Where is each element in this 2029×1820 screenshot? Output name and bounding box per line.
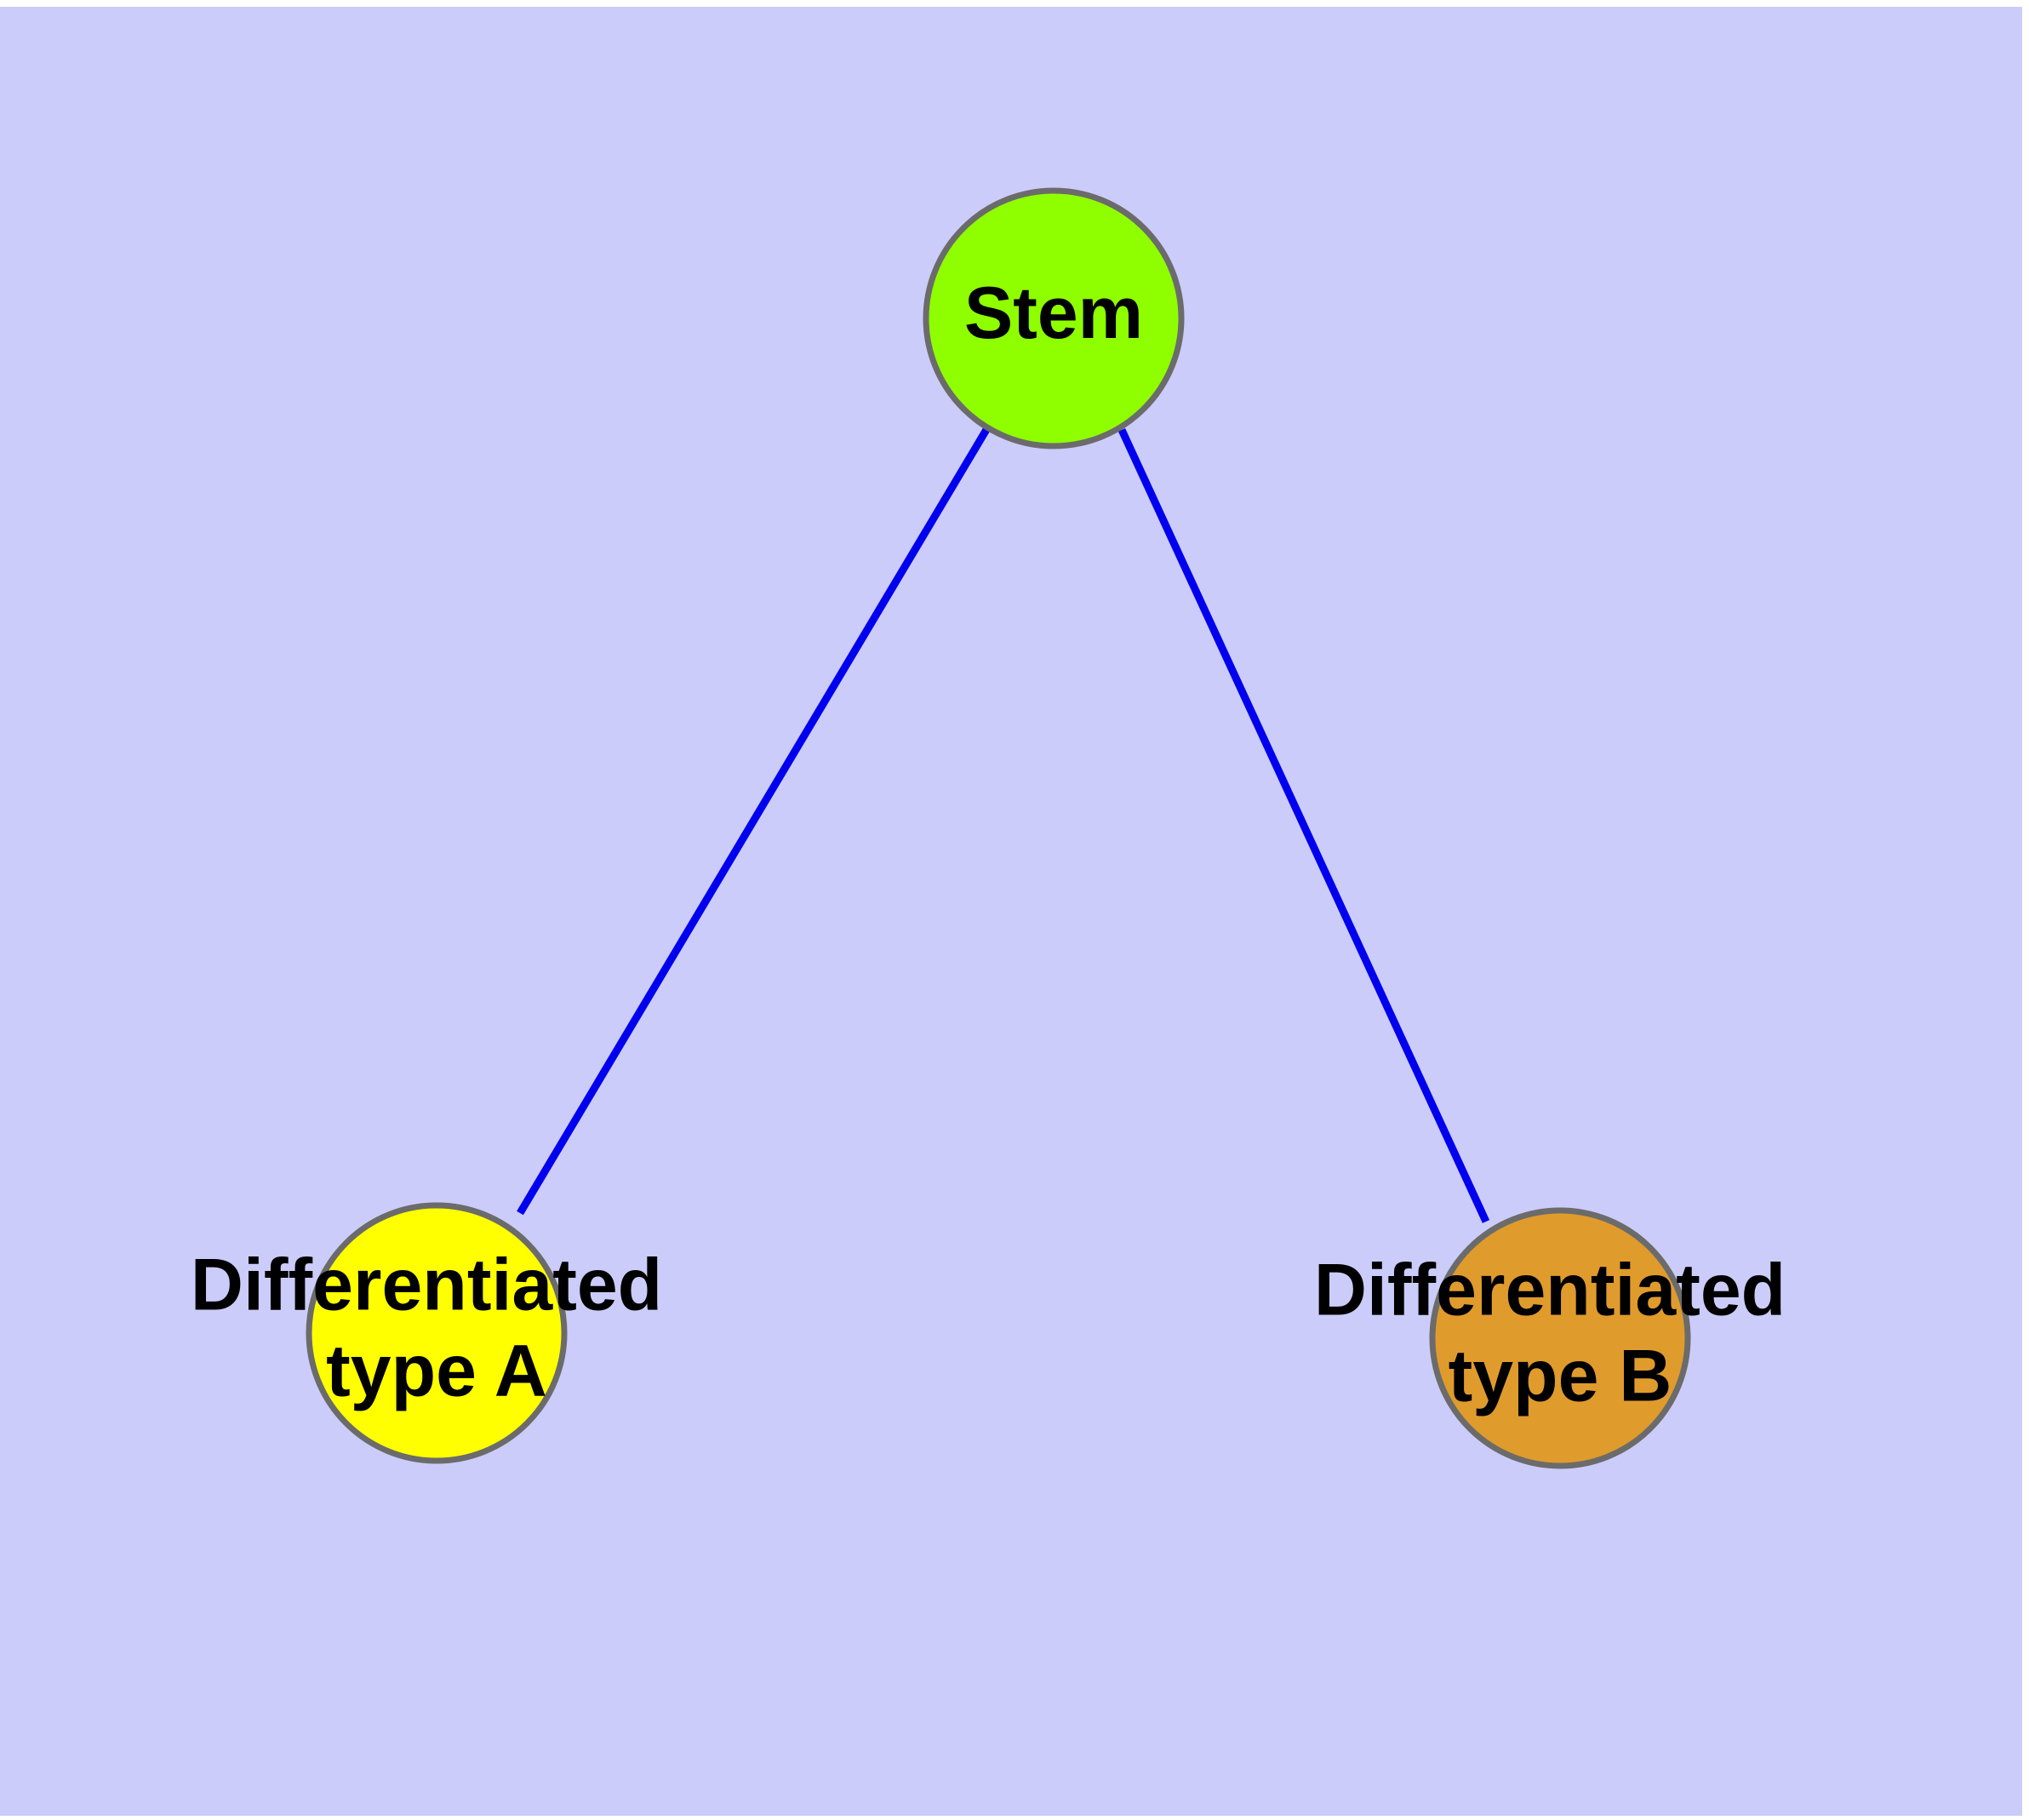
node-diff-b-label-line-1: Differentiated bbox=[1314, 1249, 1786, 1331]
node-stem-label-line-1: Stem bbox=[964, 272, 1143, 354]
edge-stem-to-diff-a[interactable] bbox=[517, 426, 991, 1216]
node-diff-a-circle[interactable] bbox=[306, 1202, 568, 1464]
node-stem-label: Stem bbox=[964, 272, 1143, 354]
node-diff-b-label: Differentiated type B bbox=[1314, 1249, 1806, 1417]
edges-group bbox=[517, 426, 1490, 1223]
node-stem-circle[interactable] bbox=[923, 187, 1185, 449]
nodes-group bbox=[306, 187, 1691, 1469]
node-diff-a-label: Differentiated type A bbox=[191, 1244, 683, 1411]
node-diff-a[interactable] bbox=[306, 1202, 568, 1464]
node-diff-b-label-line-2: type B bbox=[1449, 1335, 1672, 1417]
node-diff-b[interactable] bbox=[1429, 1207, 1691, 1469]
node-stem[interactable] bbox=[923, 187, 1185, 449]
labels-group: Stem Differentiated type A Differentiate… bbox=[191, 272, 1806, 1417]
node-diff-a-label-line-2: type A bbox=[326, 1330, 547, 1411]
node-diff-a-label-line-1: Differentiated bbox=[191, 1244, 662, 1325]
node-diff-b-circle[interactable] bbox=[1429, 1207, 1691, 1469]
edge-stem-to-diff-b[interactable] bbox=[1117, 428, 1490, 1223]
